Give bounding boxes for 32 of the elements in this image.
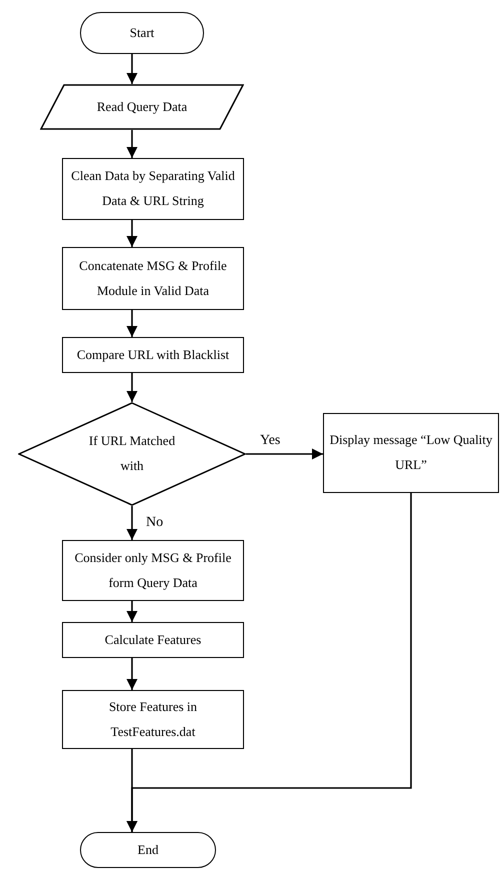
process-box <box>62 690 244 749</box>
process-box <box>62 622 244 658</box>
process-box <box>62 337 244 373</box>
arrow <box>126 54 138 84</box>
node-text: Clean Data by Separating Valid Data & URL String <box>70 167 236 210</box>
arrow <box>126 220 138 247</box>
arrow <box>126 493 412 832</box>
node-text: Compare URL with Blacklist <box>76 346 230 364</box>
node-text: If URL Matched with <box>88 432 176 475</box>
node-text: End <box>136 840 160 859</box>
arrow <box>126 373 138 402</box>
node-text: Concatenate MSG & Profile Module in Valid Data <box>78 256 228 300</box>
arrow <box>126 658 138 690</box>
arrow <box>126 310 138 337</box>
arrow <box>126 506 138 540</box>
terminator-shape <box>80 12 204 54</box>
arrow <box>246 448 323 460</box>
node-text: Start <box>128 24 156 42</box>
node-text: Consider only MSG & Profile form Query Data <box>74 548 232 592</box>
arrow <box>126 601 138 622</box>
process-box <box>62 158 244 220</box>
process-box <box>62 540 244 601</box>
arrow <box>126 130 138 158</box>
node-text: Store Features in TestFeatures.dat <box>108 698 198 740</box>
node-text: Calculate Features <box>104 630 202 649</box>
terminator-shape <box>80 832 216 868</box>
node-text: Display message “Low Quality URL” <box>328 431 494 474</box>
decision-diamond <box>18 402 246 506</box>
input-parallelogram <box>40 84 244 130</box>
process-box <box>323 413 499 493</box>
process-box <box>62 247 244 310</box>
node-text: Read Query Data <box>96 98 188 116</box>
